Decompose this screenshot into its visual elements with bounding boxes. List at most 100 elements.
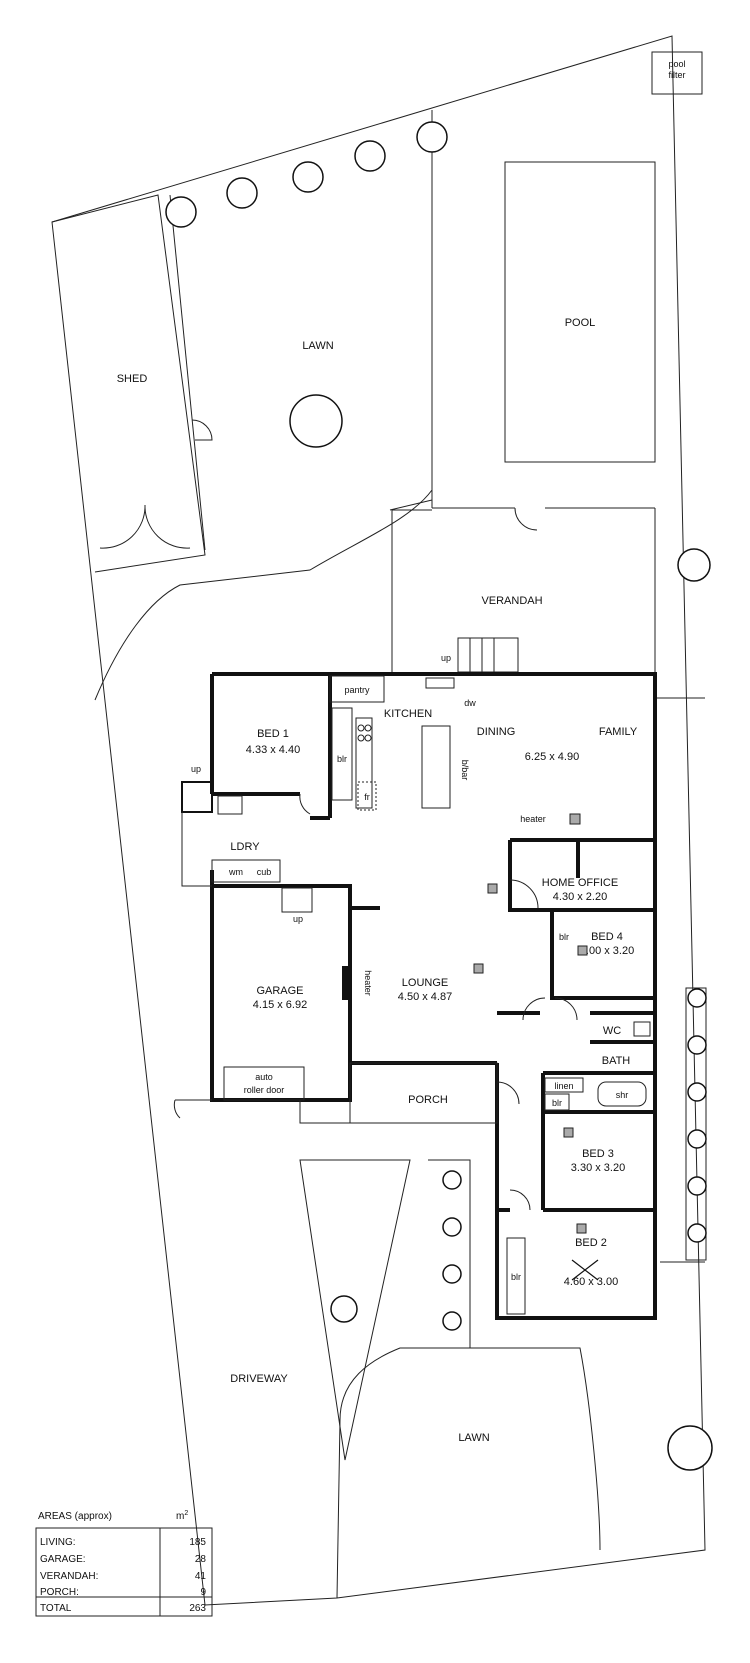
shed-door-swing (191, 419, 213, 441)
shed-outline (51, 194, 206, 573)
heater-top-label: heater (520, 814, 546, 824)
hall-door-swing (522, 997, 546, 1021)
bed1-size: 4.33 x 4.40 (246, 744, 300, 756)
lawn-back-label: LAWN (302, 340, 333, 352)
tree-front-lawn (667, 1425, 713, 1471)
verandah-outline-left (391, 509, 432, 673)
heater-side (342, 966, 350, 1000)
garage-up-label: up (293, 914, 303, 924)
lawn-front-label: LAWN (458, 1432, 489, 1444)
pool-gate-swing (514, 507, 538, 531)
area-row-label: LIVING: (40, 1537, 76, 1548)
lawn-edge-join (389, 499, 433, 511)
shower (597, 1081, 647, 1107)
home-office-name: HOME OFFICE (542, 877, 618, 889)
linen-label: linen (554, 1081, 573, 1091)
areas-unit: m2 (176, 1510, 188, 1522)
area-row-label: GARAGE: (40, 1554, 86, 1565)
laundry-steps (181, 781, 213, 813)
front-garden-bed (336, 1159, 471, 1599)
office-door-swing (509, 879, 539, 909)
tree-row-side (685, 987, 707, 1261)
home-office-size: 4.30 x 2.20 (553, 891, 607, 903)
tree-row-back (165, 121, 448, 228)
porch-label: PORCH (408, 1094, 448, 1106)
shed-double-door-right (144, 504, 191, 549)
bbar-label: b/bar (460, 760, 470, 781)
linen-box (544, 1077, 584, 1093)
shed-double-door-left (99, 504, 146, 549)
family-size: 6.25 x 4.90 (525, 751, 579, 763)
bed3-name: BED 3 (582, 1148, 614, 1160)
bed2-size: 4.60 x 3.00 (564, 1276, 618, 1288)
blr-cabinet (331, 707, 353, 801)
garage-size: 4.15 x 6.92 (253, 999, 307, 1011)
area-row-value: 28 (195, 1554, 207, 1565)
pantry-label: pantry (344, 685, 370, 695)
area-row-value: 185 (189, 1537, 206, 1548)
fridge-label: fr (364, 792, 370, 802)
garage-name: GARAGE (256, 985, 303, 997)
ldry-label: LDRY (230, 841, 260, 853)
bed1-name: BED 1 (257, 728, 289, 740)
kitchen-blr-label: blr (337, 754, 347, 764)
dining-label: DINING (477, 726, 516, 738)
garage-steps (281, 887, 313, 913)
areas-title: AREAS (approx) (38, 1511, 112, 1522)
kitchen-label: KITCHEN (384, 708, 432, 720)
site-boundary (51, 35, 706, 1606)
kitchen-bench (355, 717, 373, 809)
pool-label: POOL (565, 317, 596, 329)
pool (504, 161, 656, 463)
front-door-swing (496, 1081, 520, 1105)
tree-row-front (442, 1170, 462, 1331)
area-row-value: 41 (195, 1571, 207, 1582)
lawn-edge-upper (94, 489, 433, 701)
heater-side-label: heater (363, 970, 373, 996)
laundry-bench (211, 859, 281, 883)
pantry-box (329, 675, 385, 703)
verandah-steps (457, 637, 519, 673)
lounge-size: 4.50 x 4.87 (398, 991, 452, 1003)
areas-table: AREAS (approx) m2 LIVING: 185 GARAGE: 28… (35, 1510, 213, 1617)
shed-label: SHED (117, 373, 148, 385)
tree-driveway (330, 1295, 358, 1323)
lounge-name: LOUNGE (402, 977, 448, 989)
pool-filter-box (651, 51, 703, 95)
hall-blr: blr (552, 1098, 562, 1108)
bed2-name: BED 2 (575, 1237, 607, 1249)
bed4-size: 3.00 x 3.20 (580, 945, 634, 957)
area-row-label: VERANDAH: (40, 1571, 98, 1582)
family-label: FAMILY (599, 726, 638, 738)
shr-label: shr (616, 1090, 629, 1100)
bed1-door-swing (299, 793, 311, 815)
bed2-blr: blr (511, 1272, 521, 1282)
verandah-label: VERANDAH (481, 595, 542, 607)
area-row-value: 263 (189, 1603, 206, 1614)
bath-label: BATH (602, 1055, 631, 1067)
breakfast-bar (421, 725, 451, 809)
dw-label: dw (464, 698, 476, 708)
auto-door-l2: roller door (244, 1085, 285, 1095)
auto-door-l1: auto (255, 1072, 273, 1082)
driveway-garden-bed (299, 1159, 411, 1461)
shed-wall-2 (169, 194, 206, 551)
tree-right (677, 548, 711, 582)
porch-outline (349, 1062, 498, 1124)
wc-label: WC (603, 1025, 621, 1037)
area-row-label: TOTAL (40, 1603, 72, 1614)
area-row-label: PORCH: (40, 1587, 79, 1598)
cub-label: cub (257, 867, 272, 877)
bed4-blr: blr (559, 932, 569, 942)
garage-door-box (223, 1066, 305, 1101)
front-lawn-edge (470, 1347, 601, 1551)
sink (425, 677, 455, 689)
verandah-up-label: up (441, 653, 451, 663)
wm-label: wm (228, 867, 243, 877)
bed3-door-swing (509, 1189, 531, 1211)
front-path (299, 1100, 497, 1124)
ldry-up-label: up (191, 764, 201, 774)
tree-lawn (289, 394, 343, 448)
